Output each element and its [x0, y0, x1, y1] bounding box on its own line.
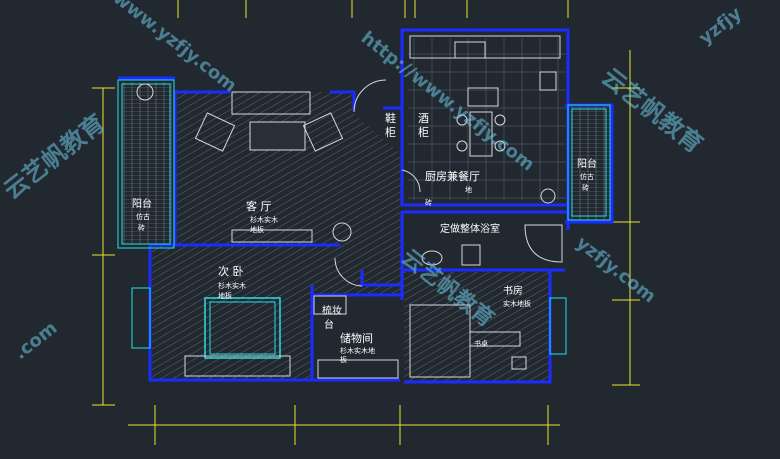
shoe-cabinet-char2: 柜: [385, 126, 396, 139]
right-balcony-floor2: 砖: [582, 183, 589, 192]
room-labels: 客 厅 杉木实木 地板 次 卧 杉木实木 地板 厨房兼餐厅 地 砖 定做整体浴室…: [132, 111, 597, 364]
kitchen-counter-icon: [409, 35, 561, 59]
wine-cabinet-char2: 柜: [418, 126, 429, 139]
shower-icon: [524, 224, 563, 263]
armchair-right-icon: [302, 112, 344, 152]
study-floor: 实木地板: [503, 299, 531, 308]
wardrobe-icon: [317, 359, 399, 379]
washbasin-icon: [421, 250, 443, 266]
dresser-label2: 台: [324, 318, 334, 331]
right-balcony-label: 阳台: [577, 157, 597, 170]
second-bedroom-label: 次 卧: [218, 264, 244, 278]
bed-icon: [204, 297, 281, 359]
second-bedroom-floor: 杉木实木: [218, 281, 246, 290]
armchair-left-icon: [194, 112, 236, 152]
bed-frame-icon: [184, 355, 291, 377]
storage-label: 储物间: [340, 331, 373, 345]
entry-door-icon: [353, 79, 387, 113]
kitchen-dining-label: 厨房兼餐厅: [425, 169, 480, 183]
toilet-icon: [461, 244, 481, 266]
staircase-icon: [409, 304, 471, 378]
storage-floor2: 板: [340, 355, 347, 364]
left-balcony-floor: 仿古: [136, 212, 150, 221]
floor-hatching: [122, 38, 610, 382]
watermark-brand-left: 云艺帆教育: [0, 109, 110, 205]
office-chair-icon: [511, 356, 527, 370]
study-label: 书房: [503, 284, 523, 297]
living-room-label: 客 厅: [246, 199, 272, 213]
kitchen-door-icon: [401, 169, 421, 193]
desk-label: 书桌: [474, 339, 488, 348]
watermark-dotcom-left: .com: [10, 317, 61, 363]
watermark-yzfjy-com-right: yzfjy.com: [572, 232, 660, 307]
balcony-right-plant-icon: [540, 188, 556, 204]
bedroom-door-icon: [334, 257, 363, 287]
storage-floor: 杉木实木地: [340, 346, 375, 355]
dresser-label: 梳妆: [322, 304, 342, 317]
fridge-icon: [539, 71, 557, 91]
plant-icon: [332, 222, 352, 242]
kitchen-dining-floor: 地: [465, 185, 472, 194]
doors: [334, 79, 421, 287]
sofa-icon: [231, 91, 311, 115]
shoe-cabinet-char1: 鞋: [385, 111, 396, 125]
right-balcony-floor: 仿古: [580, 172, 594, 181]
dresser-icon: [313, 295, 347, 315]
left-balcony-label: 阳台: [132, 197, 152, 210]
bathroom-label: 定做整体浴室: [440, 222, 500, 235]
second-bedroom-floor2: 地板: [218, 291, 232, 300]
furniture: [136, 35, 563, 379]
sink-icon: [467, 87, 499, 107]
dimension-lines: [92, 0, 640, 445]
wine-cabinet-char1: 酒: [418, 112, 429, 125]
kitchen-tile-label: 砖: [425, 198, 432, 207]
watermark-yzfjy-top: yzfjy: [695, 3, 746, 49]
left-balcony-floor2: 砖: [138, 223, 145, 232]
dining-table-icon: [469, 111, 493, 157]
living-room-floor2: 地板: [250, 225, 264, 234]
balcony-plant-icon: [136, 83, 154, 101]
coffee-table-icon: [249, 121, 306, 151]
living-room-floor: 杉木实木: [250, 215, 278, 224]
tv-cabinet-icon: [231, 229, 313, 243]
